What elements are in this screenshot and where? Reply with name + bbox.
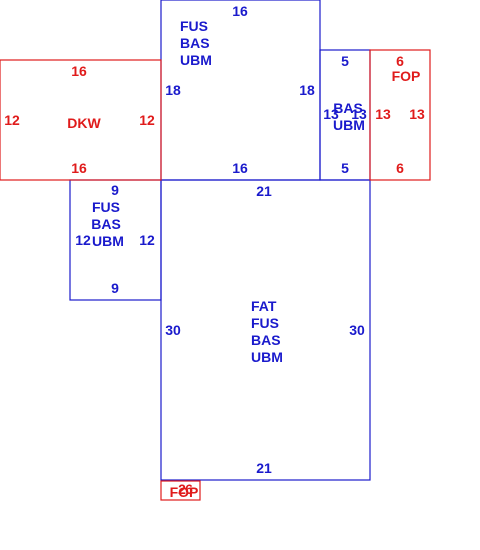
dim-main-house-bottom: 21 [256, 460, 272, 476]
outline-deck [0, 59, 162, 181]
dim-porch-east-right: 13 [409, 106, 425, 122]
code-main-house-3: BAS [251, 332, 281, 348]
dim-left-section-top: 9 [111, 182, 119, 198]
dim-deck-bottom: 16 [71, 160, 87, 176]
dim-left-section-bottom: 9 [111, 280, 119, 296]
code-main-house-2: FUS [251, 315, 279, 331]
code-upper-section-3: UBM [180, 52, 212, 68]
dim-porch-east-left: 13 [375, 106, 391, 122]
code-deck: DKW [67, 115, 101, 131]
dim-upper-section-top: 16 [232, 3, 248, 19]
dim-porch-east-top: 6 [396, 53, 404, 69]
code-left-section-1: FUS [92, 199, 120, 215]
area-porch-east: 6 6 13 13 FOP [369, 49, 431, 181]
code-porch-east: FOP [392, 68, 421, 84]
dim-main-house-right: 30 [349, 322, 365, 338]
dim-main-house-left: 30 [165, 322, 181, 338]
code-narrow-section-2: UBM [333, 117, 365, 133]
dim-upper-section-bottom: 16 [232, 160, 248, 176]
dim-deck-left: 12 [4, 112, 20, 128]
dim-main-house-top: 21 [256, 183, 272, 199]
code-upper-section-1: FUS [180, 18, 208, 34]
dim-narrow-section-bottom: 5 [341, 160, 349, 176]
area-porch-south: 2 6 FOP [160, 480, 201, 501]
dim-porch-east-bottom: 6 [396, 160, 404, 176]
dim-deck-top: 16 [71, 63, 87, 79]
area-deck: 16 16 12 12 DKW [0, 59, 162, 181]
dim-upper-section-right: 18 [299, 82, 315, 98]
dim-left-section-left: 12 [75, 232, 91, 248]
dim-left-section-right: 12 [139, 232, 155, 248]
area-narrow-section: 5 5 13 13 BAS UBM [319, 49, 371, 181]
outline-porch-east [369, 49, 431, 181]
code-upper-section-2: BAS [180, 35, 210, 51]
dim-porch-south-top: 2 [178, 481, 186, 497]
dim-narrow-section-right: 13 [351, 106, 367, 122]
code-left-section-2: BAS [91, 216, 121, 232]
dim-narrow-section-top: 5 [341, 53, 349, 69]
code-porch-south: FOP [170, 484, 199, 500]
dim-deck-right: 12 [139, 112, 155, 128]
dim-porch-south-bottom: 6 [185, 481, 193, 497]
area-left-section: 9 9 12 12 FUS BAS UBM [69, 179, 162, 301]
outline-porch-south [160, 480, 201, 501]
code-main-house-1: FAT [251, 298, 277, 314]
dim-upper-section-left: 18 [165, 82, 181, 98]
code-main-house-4: UBM [251, 349, 283, 365]
dim-narrow-section-left: 13 [323, 106, 339, 122]
code-narrow-section-1: BAS [333, 100, 363, 116]
area-main-house: 21 21 30 30 FAT FUS BAS UBM [160, 179, 371, 481]
code-left-section-3: UBM [92, 233, 124, 249]
area-upper-section: 16 16 18 18 FUS BAS UBM [160, 0, 321, 181]
